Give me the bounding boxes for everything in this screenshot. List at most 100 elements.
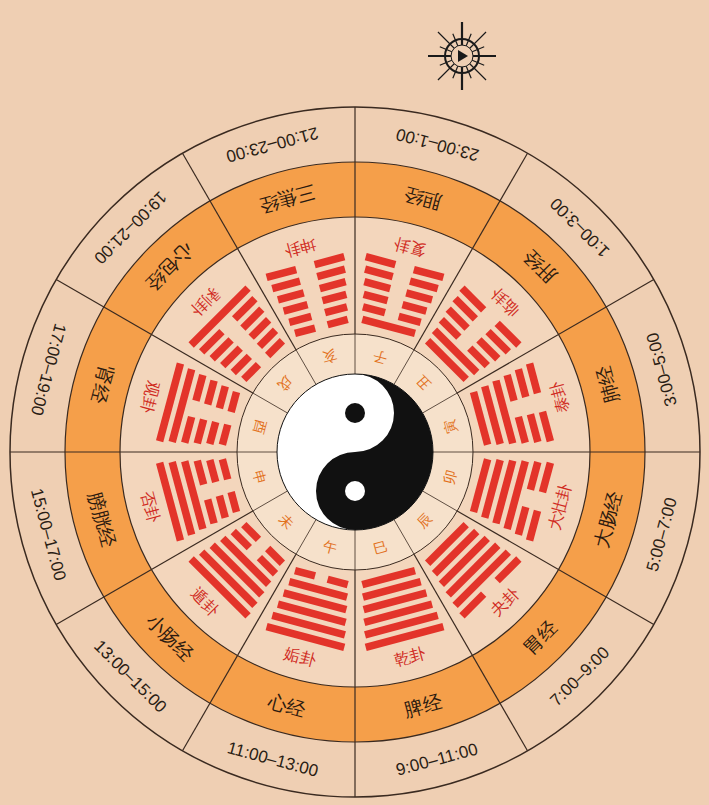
branch-divider: [394, 350, 414, 385]
yin-line: [324, 303, 348, 316]
hexagram-symbol: [156, 363, 243, 459]
yin-line: [526, 510, 541, 542]
yin-line: [327, 316, 349, 329]
branch-divider: [296, 520, 316, 555]
yin-line: [219, 424, 232, 446]
branch-divider: [253, 393, 288, 413]
yin-line: [526, 363, 541, 395]
yin-yang-black: [316, 374, 433, 530]
yin-line: [192, 374, 206, 402]
yin-line: [398, 313, 422, 326]
sector-divider: [56, 511, 253, 625]
sector-divider: [354, 570, 355, 797]
yin-line: [495, 321, 522, 348]
sector-divider: [457, 280, 654, 394]
yang-line: [189, 286, 251, 348]
yin-line: [227, 491, 240, 513]
yin-line: [405, 289, 433, 303]
yin-line: [204, 499, 218, 525]
hexagram-symbol: [349, 564, 445, 651]
yin-line: [495, 556, 522, 583]
branch-label: 寅: [441, 418, 458, 435]
sector-divider: [183, 554, 297, 751]
branch-label: 亥: [321, 349, 338, 366]
compass-rose: [428, 22, 496, 90]
yin-line: [314, 253, 346, 268]
yin-line: [227, 391, 240, 413]
yin-line: [194, 460, 208, 486]
yin-yang-white: [277, 374, 433, 530]
branch-divider: [237, 452, 277, 453]
yin-line: [364, 266, 394, 281]
yin-line: [365, 253, 397, 268]
yin-line: [321, 291, 347, 305]
yin-line: [327, 576, 349, 589]
hexagram-symbol: [156, 446, 243, 542]
yang-line: [365, 623, 445, 651]
yang-line: [266, 623, 346, 651]
yin-line: [459, 286, 486, 313]
hexagram-symbol: [467, 446, 554, 542]
yin-line: [515, 368, 530, 398]
sector-divider: [183, 153, 297, 350]
yin-line: [363, 278, 391, 292]
hexagram-symbol: [189, 513, 295, 619]
compass-circle: [445, 39, 479, 73]
yin-line: [206, 459, 219, 483]
sector-divider: [473, 451, 700, 452]
yin-line: [271, 278, 301, 293]
yin-line: [204, 380, 218, 406]
branch-label: 酉: [252, 418, 269, 435]
yang-line: [156, 363, 184, 443]
yin-line: [539, 462, 554, 494]
yin-yang-dot: [345, 403, 365, 423]
compass-pointer: [458, 50, 468, 62]
hexagram-symbol: [467, 363, 554, 459]
yin-line: [504, 374, 518, 402]
branch-divider: [355, 530, 356, 570]
yin-line: [515, 506, 530, 536]
sector-divider: [56, 280, 253, 394]
branch-divider: [423, 393, 458, 413]
yin-line: [266, 266, 298, 281]
yin-line: [294, 567, 316, 580]
yin-line: [194, 418, 208, 444]
yin-line: [283, 301, 309, 315]
hexagram-symbol: [416, 513, 522, 619]
branch-divider: [296, 350, 316, 385]
branch-divider: [394, 520, 414, 555]
hexagram-symbol: [266, 253, 362, 340]
yin-line: [362, 303, 386, 316]
yin-line: [515, 416, 529, 444]
yin-line: [216, 495, 229, 519]
yin-line: [527, 413, 542, 443]
branch-divider: [355, 334, 356, 374]
sector-divider: [354, 107, 355, 334]
branch-label: 午: [321, 538, 338, 555]
yin-line: [539, 411, 554, 443]
hexagram-symbol: [189, 286, 295, 392]
yin-line: [316, 266, 346, 281]
yang-line: [189, 556, 251, 618]
yin-line: [216, 385, 229, 409]
hexagram-symbol: [349, 253, 445, 340]
yin-yang-dot: [345, 481, 365, 501]
compass-circle: [451, 45, 473, 67]
branch-divider: [423, 491, 458, 511]
yin-line: [413, 266, 445, 281]
sector-divider: [10, 451, 237, 452]
yang-line: [156, 462, 184, 542]
yin-line: [363, 291, 389, 305]
yin-line: [219, 458, 232, 480]
yin-line: [402, 301, 428, 315]
sector-divider: [414, 153, 528, 350]
outer-ring: [10, 107, 700, 797]
yin-line: [277, 289, 305, 303]
hexagram-symbol: [416, 286, 522, 392]
yin-line: [527, 461, 542, 491]
yin-line: [459, 592, 486, 619]
yin-line: [409, 278, 439, 293]
branch-divider: [253, 491, 288, 511]
yin-line: [181, 416, 195, 444]
